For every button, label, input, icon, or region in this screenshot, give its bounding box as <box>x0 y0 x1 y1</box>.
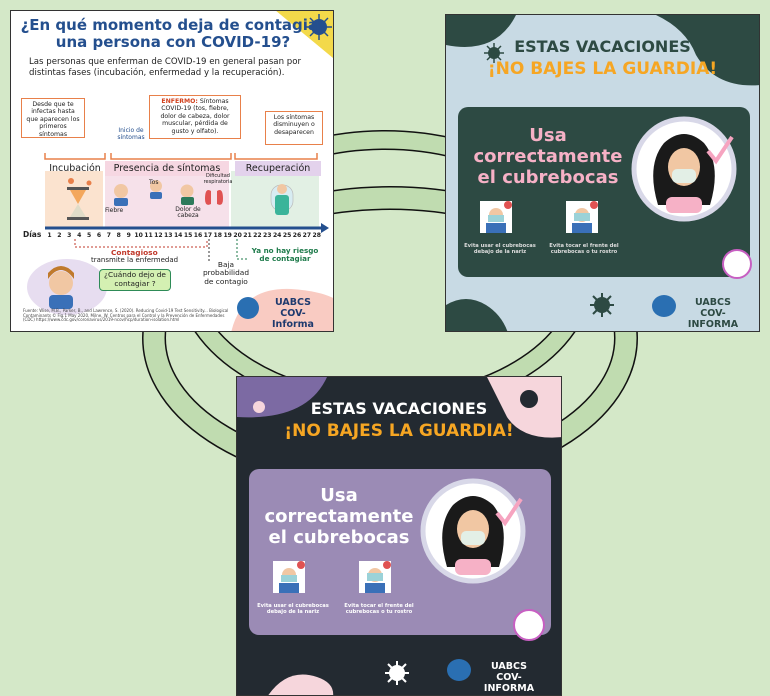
no-risk-label: Ya no hay riesgo de contagiar <box>251 246 319 264</box>
yellow-virus-corner <box>276 11 333 59</box>
question-bubble: ¿Cuándo dejo de contagiar ? <box>99 269 171 291</box>
day-number: 10 <box>134 232 143 239</box>
covid-contagion-infographic: ¿En qué momento deja de contagiar una pe… <box>10 10 334 332</box>
day-number: 26 <box>292 232 302 239</box>
source-text: Fuente: Wise, M.B., Parker, B., and Lawr… <box>23 308 229 323</box>
card3-heading2: ¡NO BAJES LA GUARDIA! <box>284 421 514 441</box>
day-number: 16 <box>193 232 203 239</box>
card2-heart-house-icon <box>722 249 752 279</box>
card3-heading1: ESTAS VACACIONES <box>310 399 488 418</box>
note-sick: ENFERMO: Síntomas COVID-19 (tos, fiebre,… <box>149 95 241 139</box>
day-number: 3 <box>67 232 72 239</box>
day-number: 15 <box>183 232 193 239</box>
card3-caption1: Evita usar el cubrebocas debajo de la na… <box>257 603 329 616</box>
card3-uabcs-logo <box>447 659 471 681</box>
day-number: 17 <box>203 232 213 239</box>
phase-recovery: Recuperación <box>235 161 321 176</box>
infographic-title: ¿En qué momento deja de contagiar una pe… <box>20 16 326 51</box>
card2-caption1: Evita usar el cubrebocas debajo de la na… <box>464 243 536 256</box>
day-number: 27 <box>302 232 312 239</box>
phase-incubation: Incubación <box>49 163 101 174</box>
day-number: 11 <box>144 232 153 239</box>
day-number: 28 <box>312 232 322 239</box>
day-number: 2 <box>57 232 62 239</box>
infographic-intro: Las personas que enferman de COVID-19 en… <box>29 57 301 78</box>
timeline-graphics <box>27 153 333 331</box>
day-number: 6 <box>96 232 102 239</box>
contagious-sub: transmite la enfermedad <box>91 256 179 264</box>
day-number: 22 <box>253 232 262 239</box>
low-prob-label: Baja probabilidad de contagio <box>202 260 250 286</box>
days-label: Días <box>23 230 42 239</box>
phase-symptoms: Presencia de síntomas <box>105 161 229 176</box>
card3-touch-mask-icon <box>359 561 391 593</box>
day-number: 14 <box>173 232 183 239</box>
vacaciones-poster-green: ESTAS VACACIONES ¡NO BAJES LA GUARDIA! U… <box>445 14 760 332</box>
card2-touch-mask-icon <box>566 201 598 233</box>
card3-decor <box>237 377 561 695</box>
card2-mask-under-nose-icon <box>480 201 512 233</box>
day-number: 25 <box>282 232 292 239</box>
symptom-headache: Dolor de cabeza <box>175 206 201 220</box>
day-number: 7 <box>106 232 112 239</box>
day-number: 20 <box>233 232 242 239</box>
day-number: 18 <box>213 232 223 239</box>
day-number: 19 <box>223 232 232 239</box>
symptom-fever: Fiebre <box>105 207 124 214</box>
day-number: 13 <box>164 232 173 239</box>
note-decrease: Los síntomas disminuyen o desaparecen <box>265 111 323 145</box>
card2-caption2: Evita tocar el frente del cubrebocas o t… <box>549 243 619 256</box>
vacaciones-poster-purple: ESTAS VACACIONES ¡NO BAJES LA GUARDIA! U… <box>236 376 562 696</box>
onset-label: Inicio de síntomas <box>117 127 145 141</box>
card2-decor <box>446 15 759 331</box>
card3-caption2: Evita tocar el frente del cubrebocas o t… <box>344 603 414 616</box>
symptom-cough: Tos <box>149 179 159 186</box>
day-number: 4 <box>77 232 82 239</box>
day-number: 24 <box>272 232 282 239</box>
card3-mask-under-nose-icon <box>273 561 305 593</box>
day-number: 5 <box>86 232 92 239</box>
day-number: 1 <box>47 232 52 239</box>
day-number: 8 <box>116 232 121 239</box>
card3-heart-house-icon <box>513 609 545 641</box>
card2-heading1: ESTAS VACACIONES <box>514 37 691 56</box>
contagious-label: Contagioso <box>111 248 158 257</box>
day-number: 23 <box>263 232 272 239</box>
card2-heading2: ¡NO BAJES LA GUARDIA! <box>487 59 718 79</box>
day-number: 9 <box>126 232 131 239</box>
card3-woman-mask-icon <box>420 478 526 584</box>
day-number: 12 <box>154 232 163 239</box>
symptom-breath: Dificultad respiratoria <box>203 173 233 186</box>
note-infect: Desde que te infectas hasta que aparecen… <box>21 98 85 138</box>
day-number: 21 <box>243 232 252 239</box>
card2-uabcs-logo <box>652 295 676 317</box>
card2-woman-mask-icon <box>631 116 737 222</box>
uabcs-logo <box>237 297 259 319</box>
